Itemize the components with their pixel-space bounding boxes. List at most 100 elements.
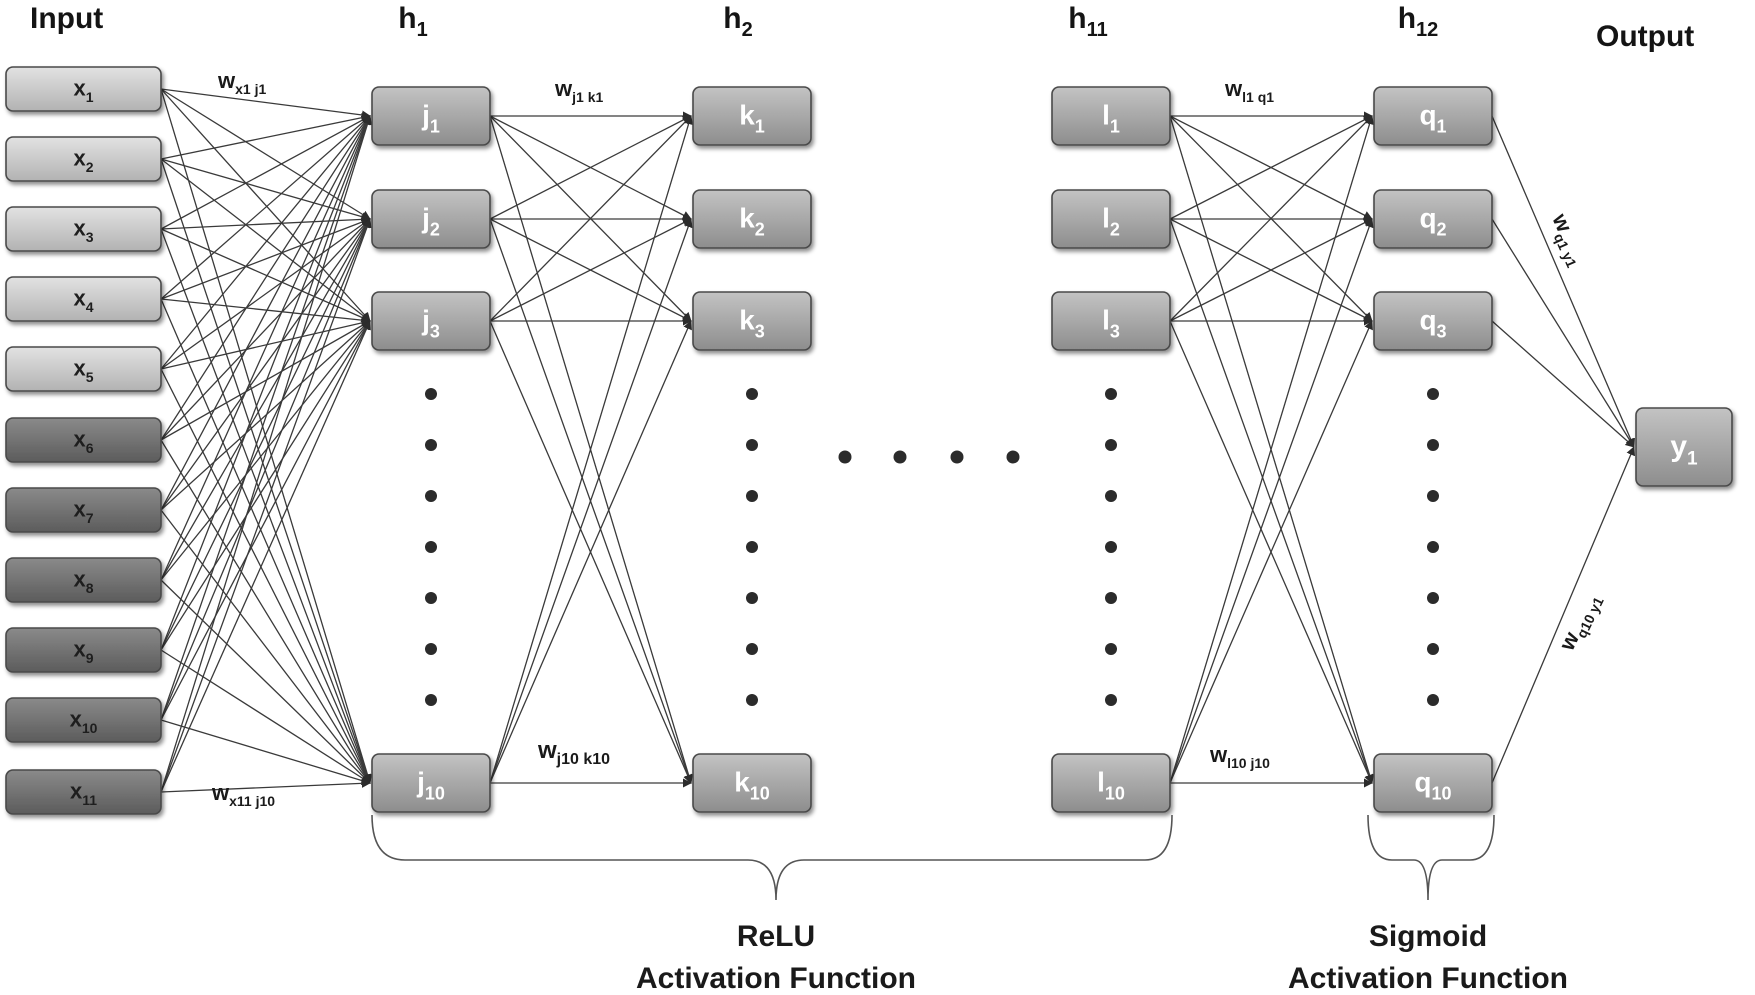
connection-x5-j0 [160,115,371,370]
connection-x2-j0 [160,113,371,160]
ellipsis-dot-h12-6 [1427,694,1439,706]
weight-l1-q1-sub: l1 q1 [1242,89,1274,105]
ellipsis-dot-h2-1 [746,439,758,451]
input-node-x7-label-base: x [73,497,86,522]
weight-label-x1-j1: wx1 j1 [217,68,266,97]
connection-x6-j3 [160,439,371,784]
input-node-x1-label-sub: 1 [86,89,94,105]
weight-x11-j10-base: w [211,780,230,805]
hidden-node-q3: q3 [1373,291,1493,351]
weight-x1-j1-base: w [217,68,236,93]
hidden-node-q2-box [1373,189,1493,249]
connection-x7-j3 [160,509,371,784]
hidden-node-q10-label: q10 [1414,766,1451,803]
hidden-node-k10-label-base: k [734,766,750,797]
ellipsis-dot-h1-4 [425,592,437,604]
hidden-node-k10-label-sub: 10 [750,784,770,804]
header-h12-base: h [1398,2,1416,35]
hidden-node-k3: k3 [692,291,812,351]
ellipsis-dot-h11-5 [1105,643,1117,655]
hidden-node-k10-label: k10 [734,766,770,803]
hidden-node-l3-label-base: l [1102,304,1110,335]
connection-x5-j2 [160,318,371,370]
input-node-x11-box [5,769,162,815]
hidden-node-l2-box [1051,189,1171,249]
connection-x4-j2 [160,298,371,325]
hidden-node-k1-label: k1 [739,99,765,136]
input-node-x6-label: x6 [73,427,93,456]
input-header: Input [30,2,103,35]
hidden-node-q2-label-base: q [1419,202,1436,233]
input-node-x2-label: x2 [73,146,93,175]
sigmoid-brace [1367,814,1495,901]
hidden-node-q10: q10 [1373,753,1493,813]
connection-x11-j2 [160,320,371,793]
hidden-node-j10-label-sub: 10 [425,784,445,804]
input-node-x4-box [5,276,162,322]
connection-x8-j1 [160,218,371,581]
ellipsis-dot-between-0 [838,450,852,464]
relu-label: ReLU [737,920,815,953]
output-node-y1-label-base: y [1670,430,1687,463]
hidden-node-j1-label: j1 [421,99,440,136]
header-h11: h11 [1068,2,1107,41]
input-node-x2-box [5,136,162,182]
connection-q3-y1 [1491,446,1636,784]
ellipsis-dot-h2-5 [746,643,758,655]
weight-label-j1-k1: wj1 k1 [554,76,603,105]
connection-x2-j1 [160,158,371,222]
hidden-node-j2-label-sub: 2 [430,220,440,240]
hidden-node-j1-box [371,86,491,146]
hidden-node-j1-label-sub: 1 [430,117,440,137]
ellipsis-dots [425,388,1439,706]
hidden-node-l1-label-base: l [1102,99,1110,130]
connection-x10-j3 [160,719,371,785]
hidden-node-l10-label-base: l [1097,766,1105,797]
connection-x1-j0 [160,88,371,120]
hidden-node-q10-box [1373,753,1493,813]
hidden-node-l2-label: l2 [1102,202,1120,239]
ellipsis-dot-h12-2 [1427,490,1439,502]
ellipsis-dot-h1-5 [425,643,437,655]
hidden-node-j10-label-base: j [416,766,425,797]
input-node-x7: x7 [5,487,162,533]
connection-x2-j2 [160,158,371,322]
hidden-node-l10: l10 [1051,753,1171,813]
hidden-node-l2-label-sub: 2 [1110,220,1120,240]
connection-x1-j3 [160,88,372,784]
output-node-y1-box [1635,407,1733,487]
connection-x6-j1 [160,218,371,441]
weight-j10-k10-base: w [537,737,557,764]
connection-x5-j1 [160,218,371,370]
hidden-node-q1-label-sub: 1 [1437,117,1447,137]
hidden-node-l3-label: l3 [1102,304,1120,341]
connection-x9-j1 [160,218,371,651]
hidden-node-q3-label-base: q [1419,304,1436,335]
connection-x4-j1 [160,217,371,300]
hidden-node-q1-box [1373,86,1493,146]
input-node-x10-label-base: x [70,707,83,732]
hidden-node-k1: k1 [692,86,812,146]
connection-q0-y1 [1491,115,1635,448]
connection-h11-h12-2-0 [1169,115,1373,322]
sigmoid-label: Sigmoid [1369,920,1487,953]
input-node-x8-label-base: x [73,567,86,592]
ellipsis-dot-h11-2 [1105,490,1117,502]
ellipsis-dot-h11-3 [1105,541,1117,553]
connection-x8-j2 [160,320,371,581]
hidden-node-k3-label-base: k [739,304,755,335]
hidden-node-l2: l2 [1051,189,1171,249]
connection-x3-j1 [160,214,371,230]
weight-label-q10-y1: wq10 y1 [1554,588,1607,656]
connection-h11-h12-3-2 [1169,320,1373,784]
hidden-node-j3-box [371,291,491,351]
connection-x8-j0 [160,115,371,581]
ellipsis-dot-h12-1 [1427,439,1439,451]
connection-x1-j2 [160,88,371,322]
hidden-node-k2-box [692,189,812,249]
hidden-node-l2-label-base: l [1102,202,1110,233]
input-node-x3-box [5,206,162,252]
hidden-node-j2-label: j2 [421,202,440,239]
header-h2-base: h [723,2,741,35]
